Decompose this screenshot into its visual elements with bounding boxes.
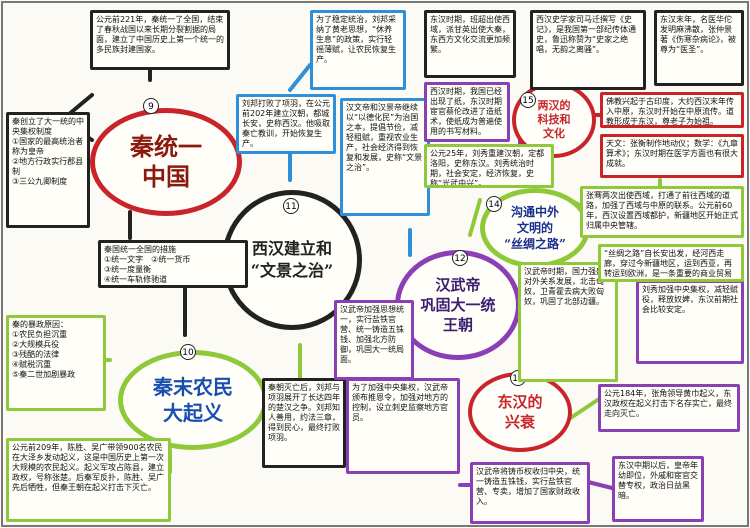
- topic-qin-number: 9: [143, 98, 159, 114]
- topic-uprising-number: 10: [180, 344, 196, 360]
- topic-eastern-han-title: 东汉的 兴衰: [497, 393, 543, 431]
- tech-buddhism-box: 佛教兴起于古印度，大约西汉末年传入中原，东汉时开始在中原流传。道教形成于东汉，尊…: [600, 92, 744, 128]
- topic-silk-road-title: 沟通中外 文明的 “丝绸之路”: [504, 205, 566, 251]
- qin-system-box: 秦创立了大一统的中央集权制度 ①国家的最高统治者称为皇帝 ②地方行政实行郡县制 …: [6, 112, 90, 228]
- topic-wudi-title: 汉武帝 巩固大一统 王朝: [420, 276, 496, 334]
- luoyang-box: 公元25年，刘秀重建汉朝，定都洛阳，史称东汉。刘秀统治时期，社会安定，经济恢复，…: [424, 144, 554, 188]
- stabilize-box: 为了稳定统治，刘邦采纳了黄老思想，“休养生息”的政策，实行轻徭薄赋，让农民恢复生…: [310, 10, 406, 90]
- wenjing-box: 汉文帝和汉景帝继续以“以德化民”为治国之本，提倡节俭，减轻租赋，重视农业生产，社…: [340, 98, 430, 216]
- topic-tech-culture-title: 两汉的 科技和 文化: [537, 99, 571, 140]
- han-east-west-box: 东汉时期，班超出使西域，派甘英出使大秦，东西方文化交流更加频繁。: [424, 10, 516, 78]
- science-box: 天文：张衡制作地动仪；数学：《九章算术》；东汉时期在医学方面也有很大成就。: [600, 134, 744, 178]
- tech-medicine-box: 东汉末年，名医华佗发明麻沸散，张仲景著《伤寒杂病论》，被尊为“医圣”。: [654, 10, 744, 86]
- qin-unify-box: 公元前221年，秦统一了全国，结束了春秋战国以来长期分裂割据的局面，建立了中国历…: [90, 10, 230, 70]
- han-founding-box: 刘邦打败了项羽，在公元前202年建立汉朝，都城长安，史称西汉。他吸取秦亡教训，开…: [236, 94, 336, 154]
- wudi-empire-box: 汉武帝时期，国力强盛，对外关系发展，北击匈奴，卫青霍去病大败匈奴，巩固了北部边疆…: [518, 262, 618, 382]
- silk-road-box: “丝绸之路”自长安出发，经河西走廊，穿过今新疆地区，运到西亚，再转运到欧洲，是一…: [598, 244, 744, 282]
- topic-qin[interactable]: 秦统一 中国: [90, 108, 242, 216]
- qin-measures-box: 秦国统一全国的措施 ①统一文字 ②统一货币 ③统一度量衡 ④统一车轨修驰道 ⑤修…: [98, 240, 248, 288]
- topic-uprising[interactable]: 秦末农民 大起义: [118, 350, 268, 450]
- wudi-thought-box: 汉武帝加强思想统一，实行盐铁官营、统一铸造五铢钱、加强北方防御，巩固大一统局面。: [334, 300, 414, 380]
- topic-western-han-title: 西汉建立和 “文景之治”: [250, 239, 334, 280]
- eastern-policy-box: 刘秀加强中央集权，减轻赋役，释放奴婢，东汉前期社会比较安定。: [636, 280, 744, 364]
- zhang-qian-box: 张骞两次出使西域，打通了前往西域的道路，加强了西域与中原的联系。公元前60年，西…: [580, 186, 744, 238]
- tech-paper-box: 西汉时期，我国已经出现了纸，东汉时期宦官蔡伦改进了造纸术，使纸成为普遍使用的书写…: [424, 82, 510, 142]
- topic-wudi[interactable]: 汉武帝 巩固大一统 王朝: [395, 250, 521, 360]
- topic-western-han-number: 11: [283, 198, 299, 214]
- yellow-turban-box: 公元184年，张角领导黄巾起义，东汉政权在起义打击下名存实亡，最终走向灭亡。: [598, 384, 740, 432]
- uprising-detail-box: 公元前209年，陈胜、吴广带领900名农民在大泽乡发动起义，这是中国历史上第一次…: [6, 438, 171, 522]
- eastern-decline-box: 东汉中期以后，皇帝年幼即位，外戚和宦官交替专权，政治日益黑暗。: [612, 456, 704, 522]
- topic-uprising-title: 秦末农民 大起义: [153, 375, 233, 425]
- topic-silk-road-number: 14: [486, 196, 502, 212]
- topic-wudi-number: 12: [452, 250, 468, 266]
- arrow-han-stabilize: [288, 63, 312, 92]
- consolidate-box: 为了加强中央集权，汉武帝颁布推恩令，加强对地方的控制，设立刺史监察地方官员。: [346, 378, 460, 474]
- topic-tech-culture-number: 15: [520, 92, 536, 108]
- arrow-to-silk: [468, 198, 482, 237]
- liu-bang-box: 秦朝灭亡后，刘邦与项羽展开了长达四年的楚汉之争。刘邦知人善用，约法三章，得到民心…: [262, 378, 346, 468]
- economy-box: 汉武帝将铸币权收归中央，统一铸造五铢钱，实行盐铁官营、专卖，增加了国家财政收入。: [470, 462, 590, 524]
- tech-history-box: 西汉史学家司马迁撰写《史记》，是我国第一部纪传体通史，鲁迅称赞为“史家之绝唱，无…: [530, 10, 646, 90]
- topic-qin-title: 秦统一 中国: [130, 132, 202, 191]
- qin-collapse-box: 秦的暴政原因： ①农民负担沉重 ②大规模兵役 ③残酷的法律 ④赋税沉重 ⑤秦二世…: [6, 315, 106, 411]
